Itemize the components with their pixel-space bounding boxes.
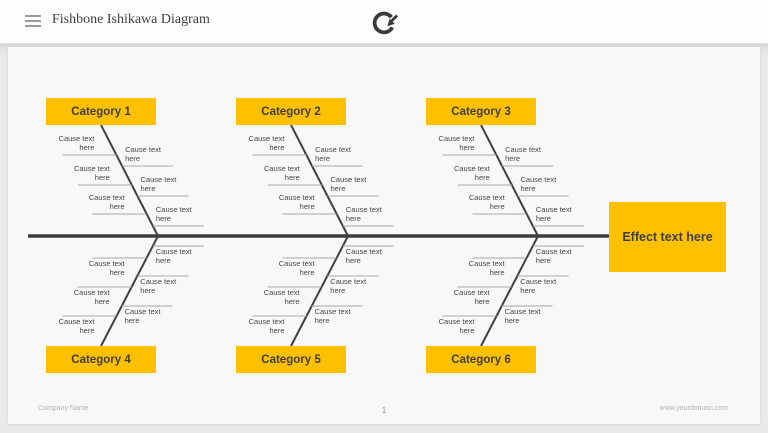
cause-label: Cause text here <box>73 288 110 306</box>
cause-label: Cause text here <box>278 259 315 277</box>
cause-label: Cause text here <box>505 145 541 163</box>
category-box-6: Category 6 <box>426 346 536 373</box>
rib-diagonal-bottom-5 <box>290 235 349 347</box>
cause-label: Cause text here <box>453 164 490 182</box>
category-box-3: Category 3 <box>426 98 536 125</box>
cause-label: Cause text here <box>314 307 351 325</box>
cause-label: Cause text here <box>58 317 95 335</box>
cause-label: Cause text here <box>453 288 490 306</box>
cause-label: Cause text here <box>124 307 161 325</box>
effect-box: Effect text here <box>609 202 726 272</box>
app-header: Fishbone Ishikawa Diagram <box>0 0 768 44</box>
cause-label: Cause text here <box>125 145 161 163</box>
cause-label: Cause text here <box>468 193 505 211</box>
cause-label: Cause text here <box>520 277 557 295</box>
cause-label: Cause text here <box>263 164 300 182</box>
cause-label: Cause text here <box>263 288 300 306</box>
cause-label: Cause text here <box>315 145 351 163</box>
cause-label: Cause text here <box>520 175 557 193</box>
rib-diagonal-bottom-6 <box>480 235 539 347</box>
cause-label: Cause text here <box>330 277 367 295</box>
cause-label: Cause text here <box>345 247 382 265</box>
cause-label: Cause text here <box>438 134 475 152</box>
cause-label: Cause text here <box>155 247 192 265</box>
category-box-1: Category 1 <box>46 98 156 125</box>
cause-label: Cause text here <box>504 307 541 325</box>
fishbone-lines <box>28 124 609 347</box>
cause-label: Cause text here <box>535 205 572 223</box>
page-title: Fishbone Ishikawa Diagram <box>52 12 210 27</box>
page-number: 1 <box>381 405 387 415</box>
rib-diagonal-top-3 <box>480 124 539 237</box>
category-box-5: Category 5 <box>236 346 346 373</box>
category-box-4: Category 4 <box>46 346 156 373</box>
hamburger-menu-icon[interactable] <box>25 15 41 27</box>
website-url[interactable]: www.yourdomain.com <box>659 405 728 412</box>
cause-label: Cause text here <box>438 317 475 335</box>
rib-diagonal-top-1 <box>100 124 159 237</box>
cause-label: Cause text here <box>155 205 192 223</box>
cause-label: Cause text here <box>468 259 505 277</box>
cause-label: Cause text here <box>58 134 95 152</box>
cause-label: Cause text here <box>88 193 125 211</box>
slide-footer: Company Name 1 www.yourdomain.com <box>8 405 760 417</box>
cause-label: Cause text here <box>535 247 572 265</box>
rib-diagonal-bottom-4 <box>100 235 159 347</box>
cause-label: Cause text here <box>88 259 125 277</box>
cause-label: Cause text here <box>73 164 110 182</box>
cause-label: Cause text here <box>278 193 315 211</box>
cause-label: Cause text here <box>248 317 285 335</box>
cause-label: Cause text here <box>345 205 382 223</box>
cause-label: Cause text here <box>330 175 367 193</box>
cause-label: Cause text here <box>140 175 177 193</box>
circular-arrow-logo-icon[interactable] <box>369 7 399 37</box>
company-name: Company Name <box>38 405 89 412</box>
rib-diagonal-top-2 <box>290 124 349 237</box>
cause-label: Cause text here <box>140 277 177 295</box>
category-box-2: Category 2 <box>236 98 346 125</box>
cause-label: Cause text here <box>248 134 285 152</box>
